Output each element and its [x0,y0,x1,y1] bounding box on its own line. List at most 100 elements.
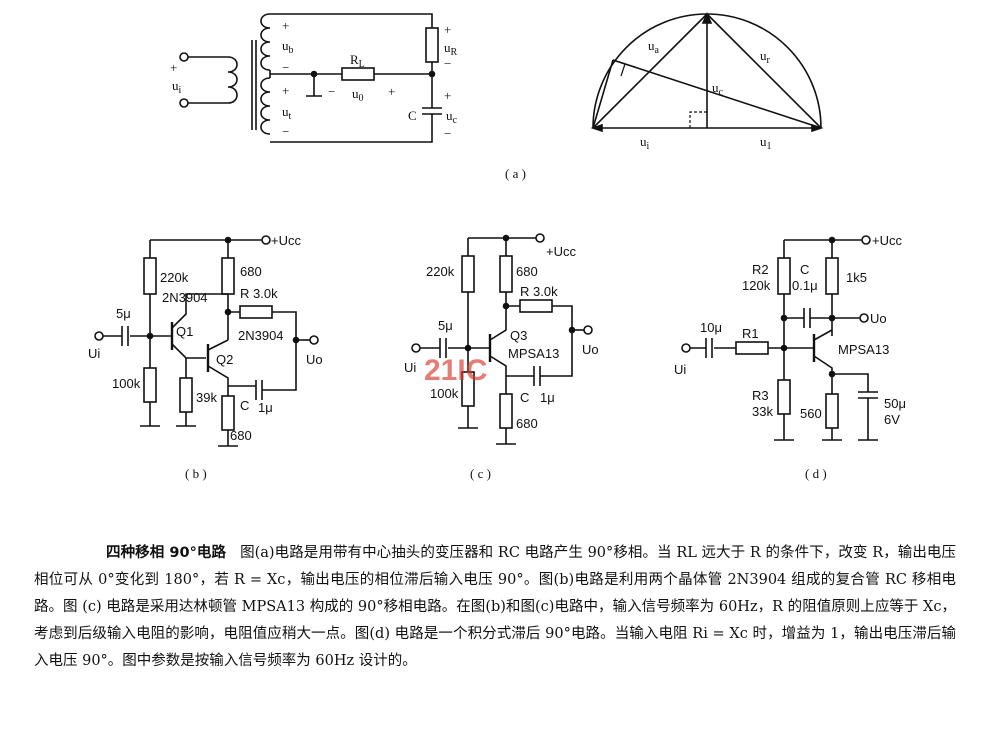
d-supply-node [828,236,836,244]
description-body: 图(a)电路是用带有中心抽头的变压器和 RC 电路产生 90°移相。当 RL 远… [34,545,956,669]
caption-d: ( d ) [805,466,827,481]
figure-d: +Ucc R2 120k C 0.1μ 1k5 Uo 10μ R1 MPSA13… [674,233,906,441]
ut-minus: − [282,124,289,139]
secondary-coil-top [260,13,271,71]
ub-plus: + [282,18,289,33]
b-r4-label: 39k [196,390,217,405]
phasor-u2-label: u1 [760,134,772,152]
b-c-label: C [240,398,249,413]
ur-minus: − [444,56,451,71]
d-ui-label: Ui [674,362,686,377]
b-r3-label: 100k [112,376,141,391]
uc-label: uc [446,108,458,126]
description: 四种移相 90°电路图(a)电路是用带有中心抽头的变压器和 RC 电路产生 90… [34,540,956,675]
input-wires [188,56,228,104]
transformer-core [251,40,257,130]
d-cin-label: 10μ [700,320,722,335]
b-ucc-label: +Ucc [271,233,301,248]
figure-b: +Ucc 220k 680 R 3.0k 2N3904 Q1 2N3904 Q2… [88,233,323,447]
c-watermark: 21IC [424,354,487,387]
ur-label: uR [444,40,458,58]
c-c1u [506,366,548,386]
d-supply-rail [783,239,862,258]
d-ui-terminal [681,343,691,353]
rl-label: RL [350,52,365,70]
c-q3-type: MPSA13 [508,346,559,361]
ground-symbol [306,74,322,97]
c-c-val: 1μ [540,390,555,405]
caption-a: ( a ) [505,166,526,181]
b-r1-label: 220k [160,270,189,285]
d-r1-label: R1 [742,326,759,341]
caption-c: ( c ) [470,466,491,481]
d-rc-label: 1k5 [846,270,867,285]
ur-plus: + [444,22,451,37]
c-r220k [461,255,475,293]
d-collector-wire [831,294,860,336]
b-ui-terminal [94,331,104,341]
circuit-diagrams: + ui + ub − + ut − RL − u0 + + uR − + C … [88,12,906,481]
c-r3k [519,299,553,313]
b-input-cap [103,326,172,346]
d-r2-val: 120k [742,278,771,293]
d-c-feedback [784,308,832,328]
d-r3 [777,379,791,415]
d-uo-terminal [859,313,869,323]
c-uo-label: Uo [582,342,599,357]
ut-label: ut [282,104,292,122]
b-ground-680 [218,430,238,447]
rc-node [428,70,436,78]
b-r-node [224,308,232,316]
b-r3k [239,305,273,319]
figure-a: + ui + ub − + ut − RL − u0 + + uR − + C … [170,13,458,143]
b-r39k [179,377,193,413]
r-resistor [425,27,439,63]
d-r560 [825,393,839,429]
d-ce-v: 6V [884,412,900,427]
d-emitter-node [828,370,836,378]
arrow-top [701,12,713,24]
d-emitter-wire [832,373,869,392]
c-supply-rail [467,237,536,256]
d-re-label: 560 [800,406,822,421]
phasor-ua-label: ua [648,38,660,56]
d-r3-label: R3 [752,388,769,403]
c-bias-wire [458,292,478,429]
c-input-cap [420,338,490,358]
b-q2-leads [207,339,229,396]
rl-resistor [341,67,375,81]
b-ground-39k [176,412,196,427]
c-uo-terminal [583,325,593,335]
input-terminal-bottom [179,98,189,108]
d-q-label: MPSA13 [838,342,889,357]
b-q2-label: Q2 [216,352,233,367]
b-ui-label: Ui [88,346,100,361]
c-r-node [502,302,510,310]
input-terminal-top [179,52,189,62]
ub-minus: − [282,60,289,75]
c-r100k [461,371,475,407]
c-q3-label: Q3 [510,328,527,343]
c-r4-label: 680 [516,416,538,431]
d-c-label: C [800,262,809,277]
b-q1-type: 2N3904 [162,290,208,305]
c-cin-label: 5μ [438,318,453,333]
figure-c: +Ucc 220k 680 R 3.0k Q3 MPSA13 5μ Ui Uo … [404,233,599,445]
uc-minus: − [444,126,451,141]
ut-plus: + [282,83,289,98]
d-r3-val: 33k [752,404,773,419]
phasor-ur-label: ur [760,48,771,66]
b-uo-label: Uo [306,352,323,367]
primary-coil [227,56,238,104]
d-c-val: 0.1μ [792,278,818,293]
phasor-diagram: ua ur uc ui u1 [590,12,824,152]
c-ucc-terminal [535,233,545,243]
uc-plus: + [444,88,451,103]
b-c-val: 1μ [258,400,273,415]
d-ce-capacitor [858,391,878,441]
b-r100k [143,367,157,403]
phasor-ur [706,13,822,129]
c-c-label: C [520,390,529,405]
c-supply-node [502,234,510,242]
b-uo-terminal [309,335,319,345]
